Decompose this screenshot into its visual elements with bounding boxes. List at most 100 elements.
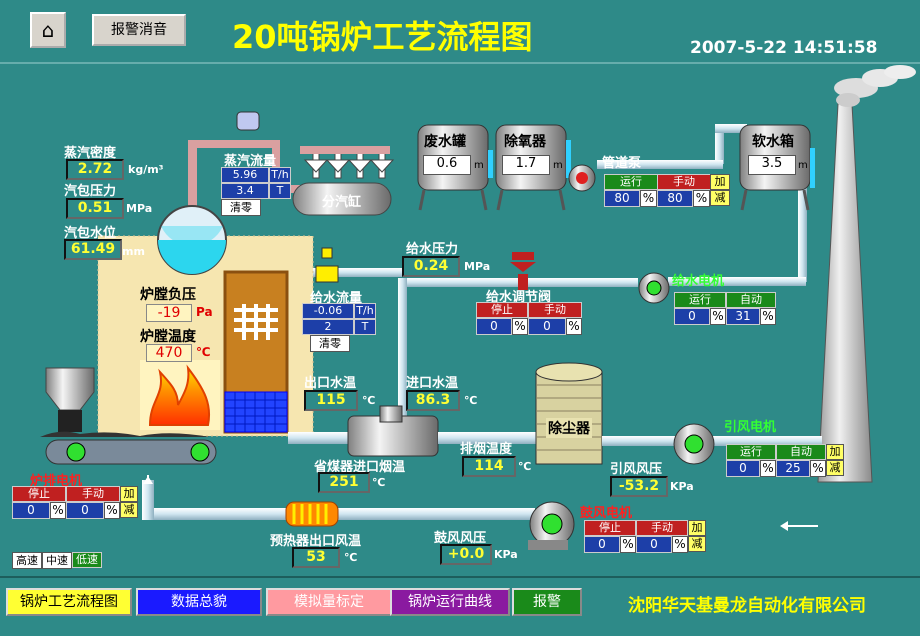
soft-tank-label: 软水箱 bbox=[752, 134, 794, 150]
pipe-pump-run[interactable]: 运行 bbox=[604, 174, 658, 190]
feed-motor-auto[interactable]: 自动 bbox=[726, 292, 776, 308]
feed-pressure-label: 给水压力 bbox=[406, 242, 459, 257]
footer-data-overview-button[interactable]: 数据总貌 bbox=[136, 588, 262, 616]
pipe-pump-label: 管道泵 bbox=[602, 156, 642, 171]
id-pressure-label: 引风风压 bbox=[610, 462, 663, 477]
blower-motor-value-1: 0 bbox=[584, 536, 620, 553]
speed-high-button[interactable]: 高速 bbox=[12, 552, 42, 569]
grate-motor-pct-1: % bbox=[50, 502, 66, 519]
outlet-water-label: 出口水温 bbox=[304, 376, 357, 391]
grate-motor-manual[interactable]: 手动 bbox=[66, 486, 120, 502]
feed-flow-reset-button[interactable]: 清零 bbox=[310, 335, 350, 352]
blower-motor-label: 鼓风电机 bbox=[580, 506, 633, 521]
steam-header-label: 分汽缸 bbox=[322, 195, 362, 210]
grate-motor-sub-button[interactable]: 减 bbox=[120, 502, 138, 518]
deaerator-unit: m bbox=[553, 160, 563, 171]
blower-motor-stop[interactable]: 停止 bbox=[584, 520, 636, 536]
page-title: 20吨锅炉工艺流程图 bbox=[232, 18, 533, 56]
feed-valve-value-1: 0 bbox=[476, 318, 512, 335]
blower-pressure-label: 鼓风风压 bbox=[434, 531, 487, 546]
footer-analog-calibration-button[interactable]: 模拟量标定 bbox=[266, 588, 392, 616]
blower-motor-value-2: 0 bbox=[636, 536, 672, 553]
soft-tank-value: 3.5 bbox=[748, 155, 796, 175]
inlet-water-value: 86.3 bbox=[406, 390, 460, 411]
pipe-pump-manual[interactable]: 手动 bbox=[657, 174, 711, 190]
id-fan-auto[interactable]: 自动 bbox=[776, 444, 826, 460]
soft-tank-unit: m bbox=[798, 160, 808, 171]
drum-pressure-label: 汽包压力 bbox=[64, 184, 117, 199]
preheater-label: 预热器出口风温 bbox=[270, 534, 362, 549]
pipe-pump-value-2: 80 bbox=[657, 190, 693, 207]
steam-density-unit: kg/m³ bbox=[128, 163, 164, 176]
furnace-temp-value: 470 bbox=[146, 344, 192, 362]
inlet-water-unit: ℃ bbox=[464, 394, 478, 407]
id-pressure-unit: KPa bbox=[670, 480, 694, 493]
id-fan-sub-button[interactable]: 减 bbox=[826, 460, 844, 476]
alarm-mute-button[interactable]: 报警消音 bbox=[92, 14, 186, 46]
feed-motor-value-2: 31 bbox=[726, 308, 760, 325]
feed-pressure-unit: MPa bbox=[464, 260, 491, 273]
furnace-temp-label: 炉膛温度 bbox=[140, 329, 196, 345]
drum-level-value: 61.49 bbox=[64, 239, 122, 260]
drum-level-unit: mm bbox=[122, 245, 145, 258]
footer-alarm-button[interactable]: 报警 bbox=[512, 588, 582, 616]
deaerator-value: 1.7 bbox=[502, 155, 550, 175]
company-name: 沈阳华天基曼龙自动化有限公司 bbox=[628, 596, 866, 616]
dust-collector-label: 除尘器 bbox=[546, 418, 592, 438]
feed-flow-label: 给水流量 bbox=[310, 291, 363, 306]
steam-density-value: 2.72 bbox=[66, 159, 124, 180]
grate-motor-add-button[interactable]: 加 bbox=[120, 486, 138, 502]
feed-valve-label: 给水调节阀 bbox=[486, 290, 552, 305]
feed-motor-value-1: 0 bbox=[674, 308, 710, 325]
inlet-water-label: 进口水温 bbox=[406, 376, 459, 391]
feed-flow-rate-unit: T/h bbox=[354, 303, 376, 319]
exhaust-temp-value: 114 bbox=[462, 456, 516, 477]
blower-motor-pct-1: % bbox=[620, 536, 636, 553]
feed-pressure-value: 0.24 bbox=[402, 256, 460, 277]
pipe-pump-sub-button[interactable]: 减 bbox=[710, 190, 730, 206]
footer-run-curve-button[interactable]: 锅炉运行曲线 bbox=[390, 588, 510, 616]
pipe-pump-value-1: 80 bbox=[604, 190, 640, 207]
feed-flow-total: 2 bbox=[302, 319, 354, 335]
deaerator-label: 除氧器 bbox=[504, 134, 546, 150]
id-fan-add-button[interactable]: 加 bbox=[826, 444, 844, 460]
pipe-pump-add-button[interactable]: 加 bbox=[710, 174, 730, 190]
id-fan-run[interactable]: 运行 bbox=[726, 444, 776, 460]
feed-motor-run[interactable]: 运行 bbox=[674, 292, 726, 308]
feed-flow-rate: -0.06 bbox=[302, 303, 354, 319]
blower-motor-add-button[interactable]: 加 bbox=[688, 520, 706, 536]
id-fan-pct-2: % bbox=[810, 460, 826, 477]
waste-tank-unit: m bbox=[474, 160, 484, 171]
feed-valve-stop[interactable]: 停止 bbox=[476, 302, 528, 318]
feed-motor-label: 给水电机 bbox=[672, 274, 725, 289]
steam-flow-rate-unit: T/h bbox=[269, 167, 291, 183]
furnace-pressure-label: 炉膛负压 bbox=[140, 287, 196, 303]
preheater-unit: ℃ bbox=[344, 551, 358, 564]
steam-flow-reset-button[interactable]: 清零 bbox=[221, 199, 261, 216]
steam-flow-label: 蒸汽流量 bbox=[224, 154, 277, 169]
exhaust-temp-unit: ℃ bbox=[518, 460, 532, 473]
id-fan-pct-1: % bbox=[760, 460, 776, 477]
steam-flow-total: 3.4 bbox=[221, 183, 269, 199]
exhaust-temp-label: 排烟温度 bbox=[460, 442, 513, 457]
datetime: 2007-5-22 14:51:58 bbox=[690, 38, 878, 58]
outlet-water-unit: ℃ bbox=[362, 394, 376, 407]
home-icon[interactable]: ⌂ bbox=[30, 12, 66, 48]
drum-pressure-value: 0.51 bbox=[66, 198, 124, 219]
blower-motor-manual[interactable]: 手动 bbox=[636, 520, 688, 536]
feed-valve-pct-1: % bbox=[512, 318, 528, 335]
speed-mid-button[interactable]: 中速 bbox=[42, 552, 72, 569]
blower-pressure-value: +0.0 bbox=[440, 544, 492, 565]
blower-pressure-unit: KPa bbox=[494, 548, 518, 561]
blower-motor-sub-button[interactable]: 减 bbox=[688, 536, 706, 552]
grate-motor-stop[interactable]: 停止 bbox=[12, 486, 66, 502]
speed-low-button[interactable]: 低速 bbox=[72, 552, 102, 568]
grate-motor-value-2: 0 bbox=[66, 502, 104, 519]
grate-motor-pct-2: % bbox=[104, 502, 120, 519]
furnace-temp-unit: ℃ bbox=[196, 345, 211, 359]
feed-valve-manual[interactable]: 手动 bbox=[528, 302, 582, 318]
footer-flow-chart-button[interactable]: 锅炉工艺流程图 bbox=[6, 588, 132, 616]
economizer-unit: ℃ bbox=[372, 476, 386, 489]
grate-motor-value-1: 0 bbox=[12, 502, 50, 519]
feed-motor-pct-1: % bbox=[710, 308, 726, 325]
